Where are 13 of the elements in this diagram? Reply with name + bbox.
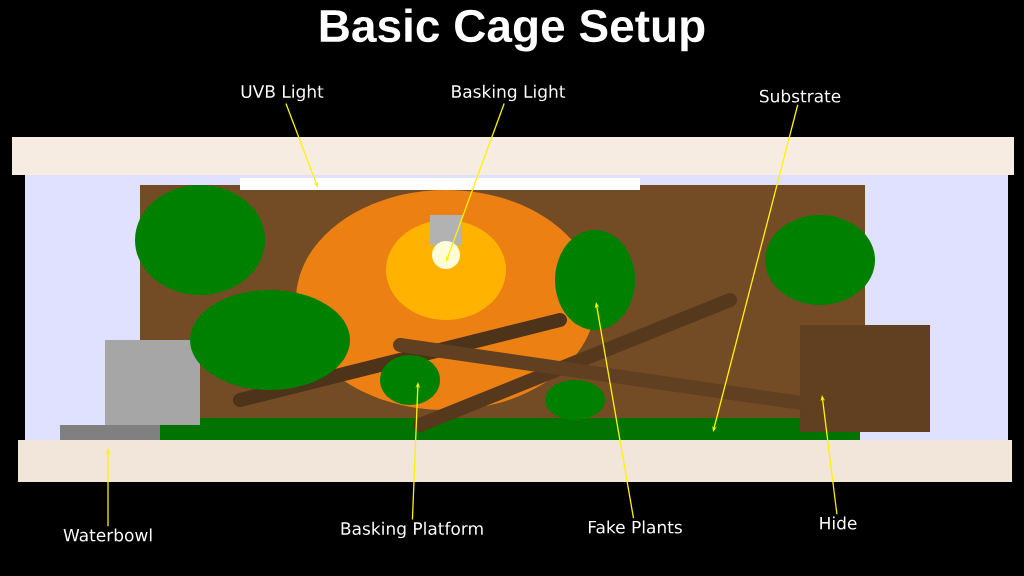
- leader-line: [285, 102, 318, 188]
- leader-line: [445, 102, 505, 262]
- leader-line: [594, 302, 635, 519]
- leader-line: [820, 395, 838, 515]
- callout-label: Basking Light: [452, 84, 566, 102]
- callout-label: Fake Plants: [588, 520, 682, 534]
- callout-label: Waterbowl: [63, 528, 152, 542]
- title: Basic Cage Setup: [320, 8, 705, 52]
- callout-label: Hide: [820, 516, 857, 530]
- callout-label: Substrate: [759, 89, 841, 103]
- leader-line: [712, 104, 799, 432]
- callout-label: UVB Light: [241, 84, 324, 102]
- callout-label: Basking Platform: [341, 521, 483, 539]
